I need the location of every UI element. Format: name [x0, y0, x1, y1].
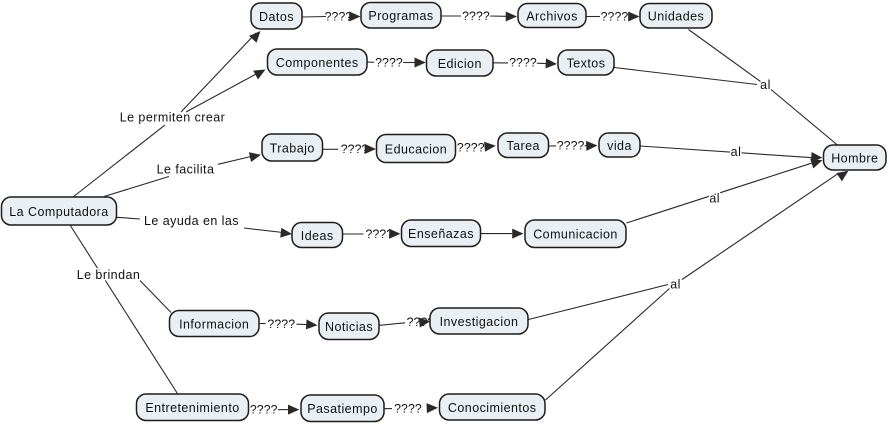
svg-text:Conocimientos: Conocimientos [448, 401, 537, 415]
svg-text:????: ???? [557, 139, 585, 153]
svg-text:????: ???? [394, 402, 422, 416]
svg-text:Edicion: Edicion [438, 57, 482, 71]
svg-text:Le permiten crear: Le permiten crear [120, 111, 226, 125]
svg-text:Noticias: Noticias [325, 320, 373, 334]
svg-text:Tarea: Tarea [506, 139, 540, 153]
svg-text:????: ???? [462, 9, 490, 23]
svg-text:Ideas: Ideas [301, 229, 334, 243]
svg-text:Le brindan: Le brindan [77, 268, 141, 282]
svg-text:????: ???? [601, 9, 629, 23]
svg-text:Archivos: Archivos [526, 9, 578, 23]
svg-text:????: ???? [250, 403, 278, 417]
svg-text:????: ???? [509, 56, 537, 70]
svg-text:????: ???? [341, 142, 369, 156]
svg-text:Le ayuda en las: Le ayuda en las [144, 214, 239, 228]
svg-text:????: ???? [325, 9, 353, 23]
svg-text:Le facilita: Le facilita [157, 162, 215, 176]
svg-text:Enseñazas: Enseñazas [408, 227, 474, 241]
svg-text:Investigacion: Investigacion [440, 315, 519, 329]
svg-text:al: al [760, 78, 771, 92]
svg-text:Componentes: Componentes [276, 56, 359, 70]
svg-text:Educacion: Educacion [385, 142, 447, 156]
svg-text:Trabajo: Trabajo [270, 141, 315, 155]
svg-text:vida: vida [607, 139, 632, 153]
svg-text:????: ???? [267, 317, 295, 331]
svg-text:al: al [670, 278, 681, 292]
svg-text:Pasatiempo: Pasatiempo [307, 402, 378, 416]
svg-text:Unidades: Unidades [648, 10, 704, 24]
svg-text:La Computadora: La Computadora [9, 205, 108, 219]
svg-text:al: al [731, 145, 742, 159]
svg-text:Programas: Programas [368, 9, 433, 23]
svg-text:????: ???? [375, 55, 403, 69]
svg-text:????: ???? [457, 141, 485, 155]
svg-text:Datos: Datos [259, 10, 294, 24]
svg-text:????: ???? [366, 227, 394, 241]
svg-text:Informacion: Informacion [179, 317, 249, 331]
svg-text:Textos: Textos [567, 56, 606, 70]
svg-text:al: al [709, 191, 720, 205]
svg-text:Comunicacion: Comunicacion [533, 228, 618, 242]
svg-text:Hombre: Hombre [831, 151, 878, 165]
svg-text:Entretenimiento: Entretenimiento [145, 401, 239, 415]
